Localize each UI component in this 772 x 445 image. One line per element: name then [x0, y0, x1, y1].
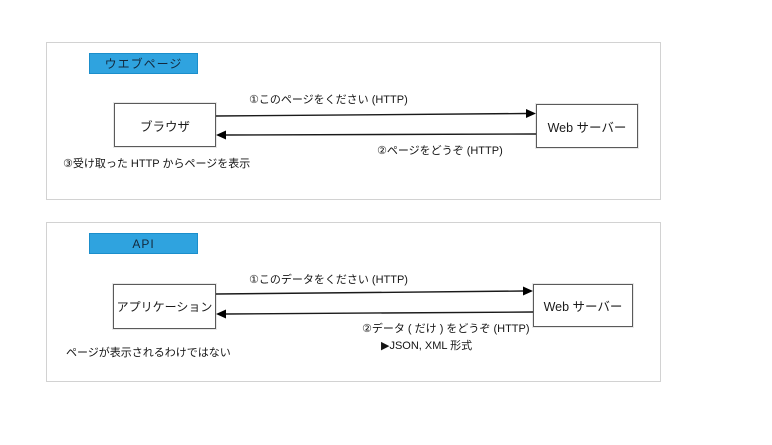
api-badge: API — [89, 233, 198, 254]
json-xml-format-note: ▶JSON, XML 形式 — [381, 340, 473, 352]
web-server-box: Web サーバー — [536, 104, 638, 148]
panel-web-page: ウエブページ ブラウザ Web サーバー ①このページをください (HTTP) … — [46, 42, 661, 200]
web-display-note: ③受け取った HTTP からページを表示 — [63, 158, 251, 170]
response-arrow — [216, 130, 537, 140]
api-response-label: ②データ ( だけ ) をどうぞ (HTTP) — [362, 323, 530, 335]
api-no-page-note: ページが表示されるわけではない — [66, 347, 231, 359]
request-arrow — [215, 109, 536, 118]
web-page-badge: ウエブページ — [89, 53, 198, 74]
web-server-box: Web サーバー — [533, 284, 633, 327]
web-response-label: ②ページをどうぞ (HTTP) — [377, 145, 503, 157]
request-arrow — [215, 286, 533, 296]
web-request-label: ①このページをください (HTTP) — [249, 94, 408, 106]
panel-api: API アプリケーション Web サーバー ①このデータをください (HTTP)… — [46, 222, 661, 382]
application-box: アプリケーション — [113, 284, 216, 329]
browser-box: ブラウザ — [114, 103, 216, 147]
api-request-label: ①このデータをください (HTTP) — [249, 274, 408, 286]
response-arrow — [216, 309, 534, 319]
